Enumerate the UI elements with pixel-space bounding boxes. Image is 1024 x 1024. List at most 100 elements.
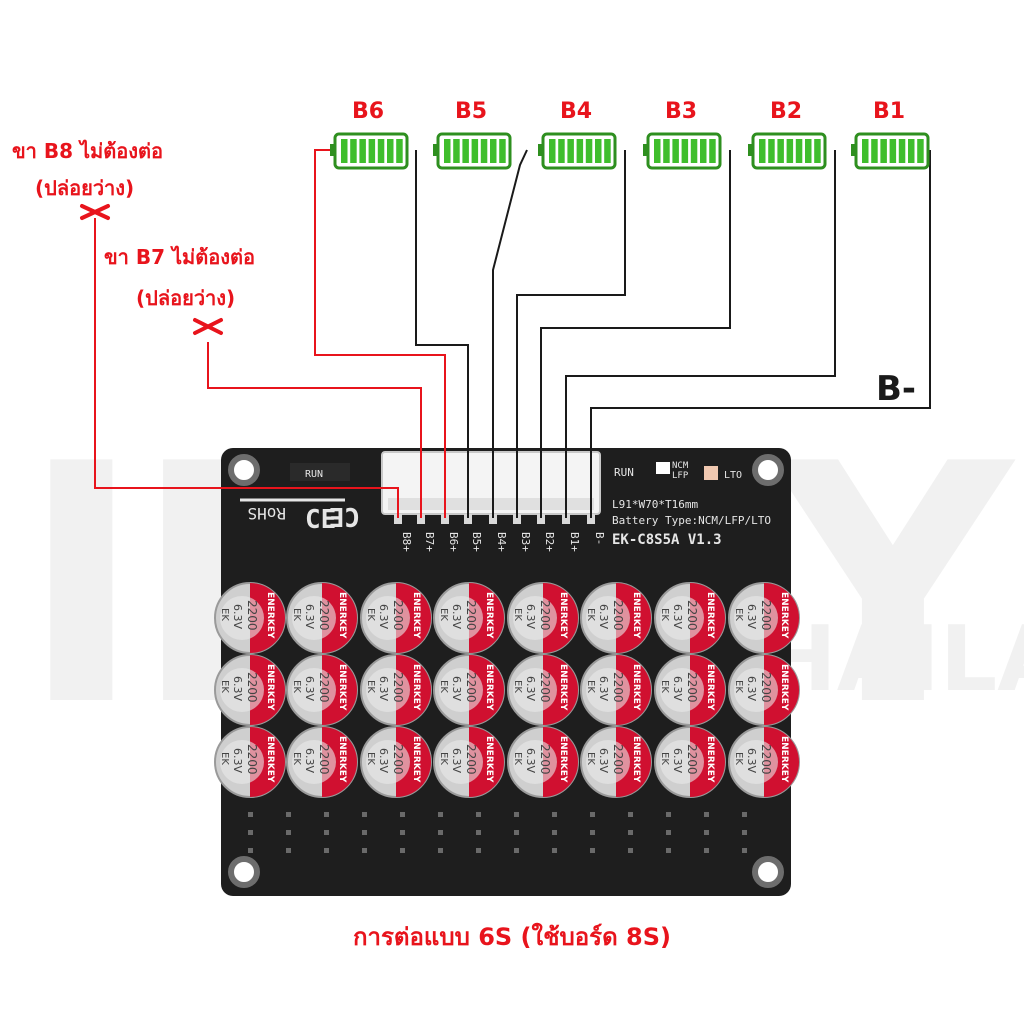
smd-pad — [248, 830, 253, 835]
capacitor-voltage: 6.3V — [450, 676, 463, 701]
capacitor-series: EK — [585, 608, 596, 621]
capacitor-sleeve — [250, 727, 285, 797]
smd-pad — [248, 812, 253, 817]
battery-cell-bar — [786, 139, 794, 163]
battery-cell-bar — [462, 139, 469, 163]
battery-cell-bar — [595, 139, 602, 163]
smd-pad — [400, 848, 405, 853]
pin-label: B4+ — [495, 532, 508, 552]
capacitor-sleeve — [543, 727, 578, 797]
battery-terminal — [748, 144, 753, 156]
jumper-lto — [704, 466, 718, 480]
capacitor-series: EK — [512, 608, 523, 621]
mount-hole — [228, 856, 260, 888]
mount-hole — [228, 454, 260, 486]
connector-pin — [489, 514, 497, 524]
connector-pin — [441, 514, 449, 524]
capacitor-top — [366, 668, 410, 712]
capacitor-top — [734, 740, 778, 784]
smd-pad — [666, 848, 671, 853]
battery-b6: B6 — [330, 99, 409, 170]
capacitor-value: 2200 — [538, 744, 552, 775]
battery-cell-bar — [768, 139, 775, 163]
battery-cell-bar — [681, 139, 689, 163]
battery-cell-bar — [377, 139, 385, 163]
smd-pad — [438, 812, 443, 817]
connector-pin — [587, 514, 595, 524]
battery-cell-bar — [795, 139, 803, 163]
capacitor-voltage: 6.3V — [377, 748, 390, 773]
smd-pad — [590, 812, 595, 817]
smd-pads — [248, 812, 747, 853]
capacitor-series: EK — [291, 680, 302, 693]
capacitor-value: 2200 — [611, 744, 625, 775]
capacitor-series: EK — [659, 608, 670, 621]
smd-pad — [628, 830, 633, 835]
capacitor-brand: ENERKEY — [411, 664, 421, 711]
battery-b4: B4 — [538, 99, 617, 170]
capacitor-sleeve — [690, 583, 725, 653]
capacitor-brand: ENERKEY — [631, 736, 641, 783]
smd-pad — [286, 830, 291, 835]
capacitor-series: EK — [585, 680, 596, 693]
smd-pad — [476, 830, 481, 835]
capacitor-brand: ENERKEY — [265, 736, 275, 783]
smd-pad — [324, 848, 329, 853]
battery-cell-bar — [917, 139, 924, 163]
capacitor-voltage: 6.3V — [597, 604, 610, 629]
pin-label: B2+ — [543, 532, 556, 552]
mount-hole — [752, 454, 784, 486]
battery-cell-bar — [471, 139, 479, 163]
capacitor-sleeve — [543, 655, 578, 725]
capacitor-voltage: 6.3V — [231, 676, 244, 701]
smd-pad — [704, 812, 709, 817]
smd-pad — [514, 812, 519, 817]
capacitor-top — [513, 596, 557, 640]
battery-cell-bar — [444, 139, 451, 163]
smd-pad — [742, 848, 747, 853]
capacitor-sleeve — [616, 583, 651, 653]
connector-pin — [537, 514, 545, 524]
capacitor-voltage: 6.3V — [231, 604, 244, 629]
pin-label: B8+ — [400, 532, 413, 552]
capacitor-value: 2200 — [464, 672, 478, 703]
b-minus-label: B- — [876, 369, 916, 409]
battery-b1: B1 — [851, 99, 930, 170]
battery-label: B3 — [665, 99, 697, 124]
x-mark-b8 — [80, 204, 110, 220]
smd-pad — [628, 848, 633, 853]
capacitor-brand: ENERKEY — [631, 664, 641, 711]
battery-label: B5 — [455, 99, 487, 124]
capacitor-value: 2200 — [759, 600, 773, 631]
capacitor-value: 2200 — [538, 672, 552, 703]
capacitor-voltage: 6.3V — [745, 604, 758, 629]
ce-mark: CE — [305, 505, 336, 535]
capacitor-value: 2200 — [391, 744, 405, 775]
battery-cell-bar — [480, 139, 488, 163]
capacitor-value: 2200 — [538, 600, 552, 631]
smd-pad — [552, 848, 557, 853]
capacitor-voltage: 6.3V — [377, 676, 390, 701]
capacitor-sleeve — [764, 655, 799, 725]
pcb-board: RUN RoHS CE CE B8+B7+B6+B5+B4+B3+B2+B1+B… — [214, 448, 800, 896]
capacitor-brand: ENERKEY — [484, 664, 494, 711]
battery-cell-bar — [654, 139, 661, 163]
capacitor-top — [220, 596, 264, 640]
battery-cell-bar — [862, 139, 869, 163]
capacitor-voltage: 6.3V — [524, 676, 537, 701]
